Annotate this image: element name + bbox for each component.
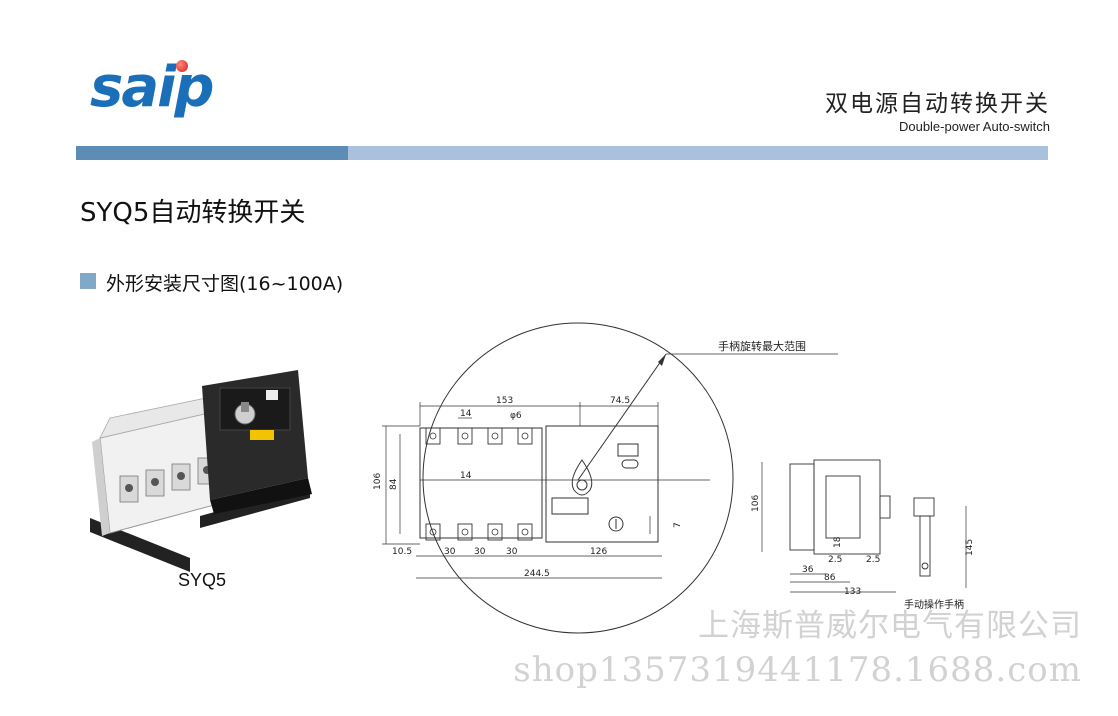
dim-phi6: φ6 [510, 411, 522, 421]
handle-range-label: 手柄旋转最大范围 [718, 339, 806, 353]
header-band-light [348, 146, 1048, 160]
dim-30-b: 30 [474, 547, 486, 557]
header-title-cn: 双电源自动转换开关 [825, 91, 1050, 117]
dim-133: 133 [844, 587, 861, 597]
product-title: SYQ5自动转换开关 [80, 198, 306, 228]
header-title-en: Double-power Auto-switch [898, 119, 1050, 134]
dim-145: 145 [965, 539, 975, 556]
dim-74-5: 74.5 [610, 396, 630, 406]
photo-caption: SYQ5 [178, 570, 227, 590]
dim-18: 18 [833, 536, 843, 548]
dimension-drawing: 手柄旋转最大范围 153 74.5 14 φ6 106 84 14 7 [373, 322, 975, 634]
dim-14-mid: 14 [460, 471, 472, 481]
header-band-dark [76, 146, 348, 160]
dim-106-side: 106 [751, 495, 761, 512]
dim-2-5-a: 2.5 [828, 555, 842, 565]
dim-7: 7 [673, 522, 683, 528]
section-title: 外形安装尺寸图(16~100A) [106, 273, 344, 295]
dim-30-c: 30 [506, 547, 518, 557]
dim-84: 84 [389, 478, 399, 490]
dim-153: 153 [496, 396, 513, 406]
dim-244-5: 244.5 [524, 569, 550, 579]
dim-10-5: 10.5 [392, 547, 412, 557]
dim-14-top: 14 [460, 409, 472, 419]
product-photo [90, 370, 312, 572]
manual-handle-label: 手动操作手柄 [904, 598, 964, 611]
saip-logo: saip [90, 58, 240, 130]
dim-106-front: 106 [373, 473, 383, 490]
dim-30-a: 30 [444, 547, 456, 557]
logo-text: saip [90, 55, 214, 120]
watermark-url: shop1357319441178.1688.com [513, 650, 1082, 690]
dim-126: 126 [590, 547, 607, 557]
section-square-icon [80, 273, 96, 289]
logo-dot [176, 60, 188, 72]
watermark-company: 上海斯普威尔电气有限公司 [698, 608, 1082, 644]
dim-36: 36 [802, 565, 814, 575]
dim-2-5-b: 2.5 [866, 555, 880, 565]
dim-86: 86 [824, 573, 836, 583]
